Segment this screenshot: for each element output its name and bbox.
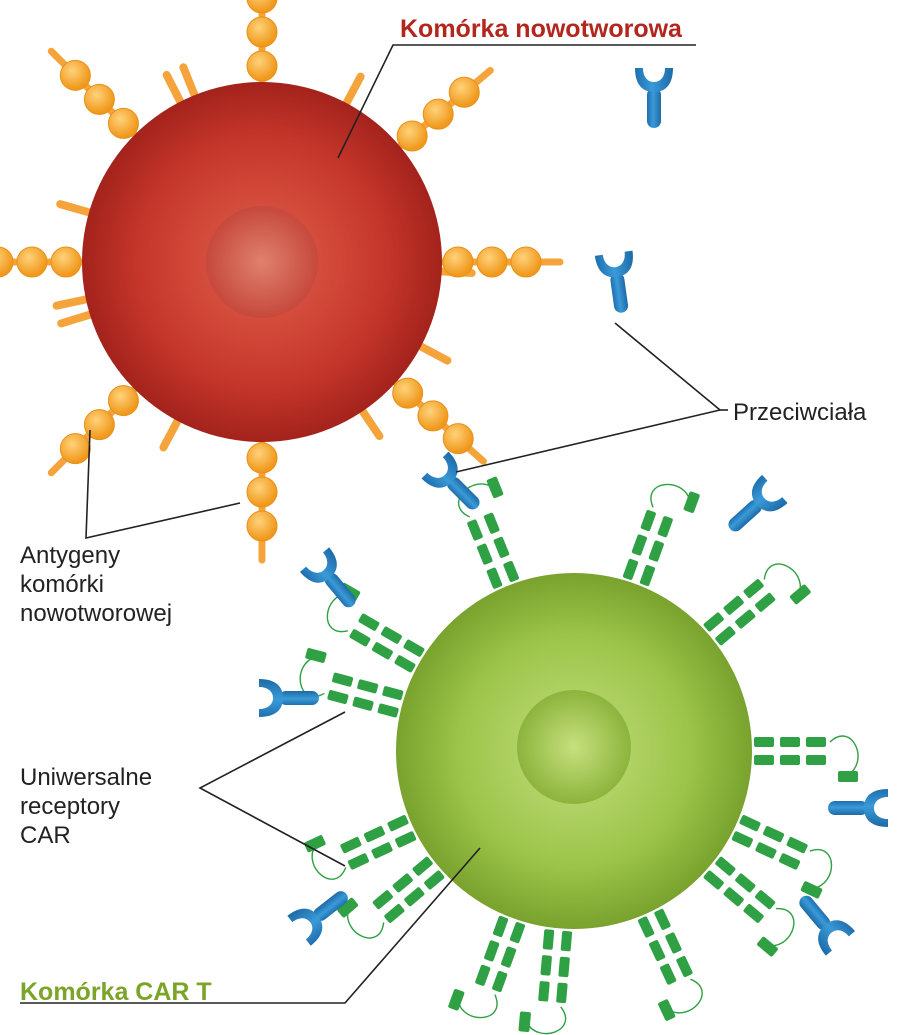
car-receptor: [638, 908, 703, 1021]
car-receptor: [703, 856, 795, 957]
antigen: [384, 372, 487, 465]
leader-antigens: [85, 429, 241, 540]
antibody: [717, 474, 788, 544]
car-t-cell: [299, 476, 859, 1035]
antigen: [0, 246, 96, 278]
tumor-cell: [0, 0, 564, 564]
antibody: [300, 547, 368, 618]
antibody: [259, 679, 319, 717]
antigens-label: Antygeny komórki nowotworowej: [20, 541, 172, 628]
leader-antibodies: [455, 322, 722, 473]
car-receptor: [703, 563, 811, 646]
receptors-label-line-1: Uniwersalne: [20, 764, 153, 791]
receptors-label: Uniwersalne receptory CAR: [20, 763, 152, 850]
antigen: [388, 66, 494, 157]
antibody: [828, 789, 888, 827]
leader-car-t: [20, 847, 481, 1004]
antigen: [246, 0, 278, 96]
antigens-label-line-1: Antygeny: [20, 542, 121, 569]
antibody: [787, 885, 855, 956]
antigen: [47, 378, 146, 477]
antigens-label-line-2: komórki: [20, 571, 105, 598]
car-receptor: [731, 815, 833, 899]
tumor-antigens: [0, 0, 564, 564]
car-receptor: [448, 915, 526, 1019]
antigen: [47, 47, 146, 146]
car-receptor: [304, 815, 417, 880]
antibodies-label: Przeciwciała: [733, 399, 867, 426]
tumor-cell-nucleus: [206, 206, 318, 318]
car-receptors: [299, 476, 859, 1035]
antigen: [428, 246, 564, 278]
receptors-label-line-2: receptory: [20, 793, 121, 820]
car-t-cell-label: Komórka CAR T: [20, 978, 212, 1006]
antibody: [594, 250, 641, 316]
antigens-label-line-3: nowotworowej: [20, 600, 173, 627]
leader-receptors: [198, 711, 346, 867]
car-receptor: [622, 483, 700, 587]
antigen: [246, 428, 278, 564]
leader-lines: [20, 44, 728, 1004]
car-t-cell-nucleus: [517, 690, 631, 804]
tumor-cell-label: Komórka nowotworowa: [400, 15, 682, 43]
car-receptor: [337, 856, 445, 939]
car-receptor: [518, 929, 573, 1035]
leader-tumor: [337, 44, 696, 159]
antibody: [635, 68, 673, 128]
car-receptor: [754, 735, 859, 782]
car-receptor: [299, 648, 404, 718]
receptors-label-line-3: CAR: [20, 822, 71, 849]
